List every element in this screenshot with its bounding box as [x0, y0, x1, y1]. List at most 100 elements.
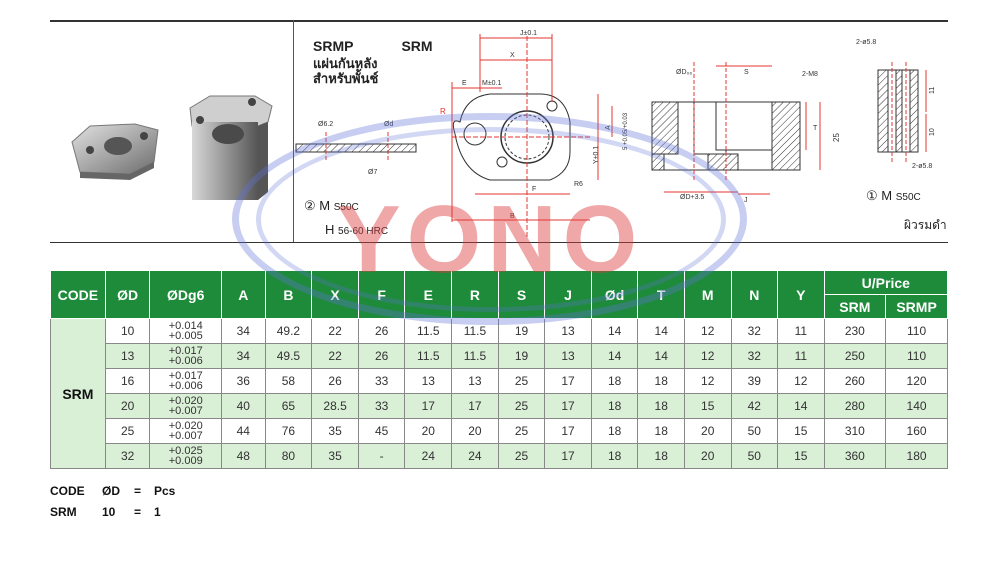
cell-e: 11.5: [404, 343, 453, 369]
cell-t: 18: [637, 368, 685, 394]
dim-t: T: [813, 125, 818, 132]
cell-m: 20: [683, 443, 732, 469]
dim-e: E: [462, 80, 467, 87]
cell-dd: 14: [590, 318, 639, 344]
cell-srm: 360: [823, 443, 887, 469]
cell-d: 13: [104, 343, 151, 369]
order-example: CODE ØD = Pcs SRM 10 = 1: [50, 484, 175, 526]
cell-e: 24: [404, 443, 453, 469]
cell-a: 44: [220, 418, 266, 444]
dim-r6: R6: [574, 181, 583, 188]
cell-dd: 18: [590, 418, 639, 444]
dim-r: R: [440, 107, 446, 116]
cell-y: 11: [777, 318, 825, 344]
cell-a: 34: [220, 343, 266, 369]
tolerance-lower: +0.006: [168, 355, 203, 367]
dim-s-tol: 5 +0.05/+0.03: [623, 112, 629, 150]
spec-table: CODE ØD ØDg6 A B X F E R S J Ød T M N Y …: [50, 270, 949, 469]
cell-j: 17: [544, 443, 592, 469]
dim-a: A: [605, 125, 612, 130]
tolerance-upper: +0.020: [168, 395, 203, 407]
cell-a: 40: [220, 393, 266, 419]
cell-m: 15: [683, 393, 732, 419]
tolerance-upper: +0.017: [168, 345, 203, 357]
cell-e: 17: [404, 393, 453, 419]
tolerance-lower: +0.006: [168, 380, 203, 392]
col-t: T: [637, 270, 685, 319]
cell-r: 24: [451, 443, 499, 469]
cell-f: 33: [357, 368, 406, 394]
tolerance-lower: +0.007: [168, 430, 203, 442]
cell-srmp: 110: [885, 343, 948, 369]
dim-j: J±0.1: [520, 30, 537, 37]
cell-f: -: [357, 443, 406, 469]
cell-dd: 18: [590, 393, 639, 419]
cell-s: 25: [497, 393, 546, 419]
cell-d: 10: [104, 318, 151, 344]
section-rule: [50, 242, 948, 243]
col-dd: Ød: [590, 270, 639, 319]
cell-y: 15: [777, 443, 825, 469]
product-drawing: Ø6.2 Ød Ø7 J±0.1 X E M±0.1 R F B R6 Y±0.…: [71, 30, 936, 237]
dim-d62: Ø6.2: [318, 121, 333, 128]
cell-x: 26: [311, 368, 359, 394]
col-price-srmp: SRMP: [885, 294, 948, 319]
cell-t: 18: [637, 443, 685, 469]
cell-j: 17: [544, 368, 592, 394]
cell-t: 18: [637, 393, 685, 419]
cell-tolerance: +0.017+0.006: [149, 343, 222, 369]
cell-srm: 310: [823, 418, 887, 444]
title-srm: SRM: [401, 38, 433, 54]
tolerance-upper: +0.025: [168, 445, 203, 457]
col-d: ØD: [104, 270, 151, 319]
tolerance-upper: +0.014: [168, 320, 203, 332]
cell-e: 11.5: [404, 318, 453, 344]
cell-srm: 250: [823, 343, 887, 369]
cell-s: 25: [497, 418, 546, 444]
plate-section-drawing: [295, 132, 417, 162]
col-m: M: [683, 270, 732, 319]
tolerance-lower: +0.005: [168, 330, 203, 342]
cell-srmp: 140: [885, 393, 948, 419]
cell-j: 17: [544, 393, 592, 419]
dim-m8: 2-M8: [802, 71, 818, 78]
cell-b: 76: [264, 418, 313, 444]
cell-t: 14: [637, 318, 685, 344]
thai-desc-2: สำหรับพั้นช์: [313, 71, 379, 86]
thai-desc-1: แผ่นกันหลัง: [313, 56, 378, 71]
hole-detail-drawing: [877, 62, 927, 162]
cell-srmp: 120: [885, 368, 948, 394]
dim-b: B: [510, 213, 515, 220]
cell-srm: 230: [823, 318, 887, 344]
cell-a: 48: [220, 443, 266, 469]
cell-d: 25: [104, 418, 151, 444]
block-section-drawing: [651, 62, 821, 195]
cell-s: 25: [497, 368, 546, 394]
cell-r: 11.5: [451, 343, 499, 369]
cell-d: 32: [104, 443, 151, 469]
col-price-srm: SRM: [823, 294, 887, 319]
title-srmp: SRMP: [313, 38, 354, 54]
cell-d: 20: [104, 393, 151, 419]
cell-f: 26: [357, 343, 406, 369]
dim-s: S: [744, 69, 749, 76]
cell-y: 14: [777, 393, 825, 419]
order-example-header: CODE ØD = Pcs: [50, 484, 176, 498]
cell-s: 25: [497, 443, 546, 469]
cell-s: 19: [497, 343, 546, 369]
cell-x: 35: [311, 443, 359, 469]
cell-j: 13: [544, 318, 592, 344]
material-1-m: ① M S50C: [866, 188, 921, 203]
cell-d: 16: [104, 368, 151, 394]
cell-j: 13: [544, 343, 592, 369]
col-b: B: [264, 270, 313, 319]
cell-s: 19: [497, 318, 546, 344]
dim-hole-b: 2-ø5.8: [912, 163, 932, 170]
dim-f: F: [532, 186, 536, 193]
cell-b: 80: [264, 443, 313, 469]
product-title-block: SRMP SRM แผ่นกันหลัง สำหรับพั้นช์: [313, 38, 433, 86]
cell-n: 42: [730, 393, 779, 419]
